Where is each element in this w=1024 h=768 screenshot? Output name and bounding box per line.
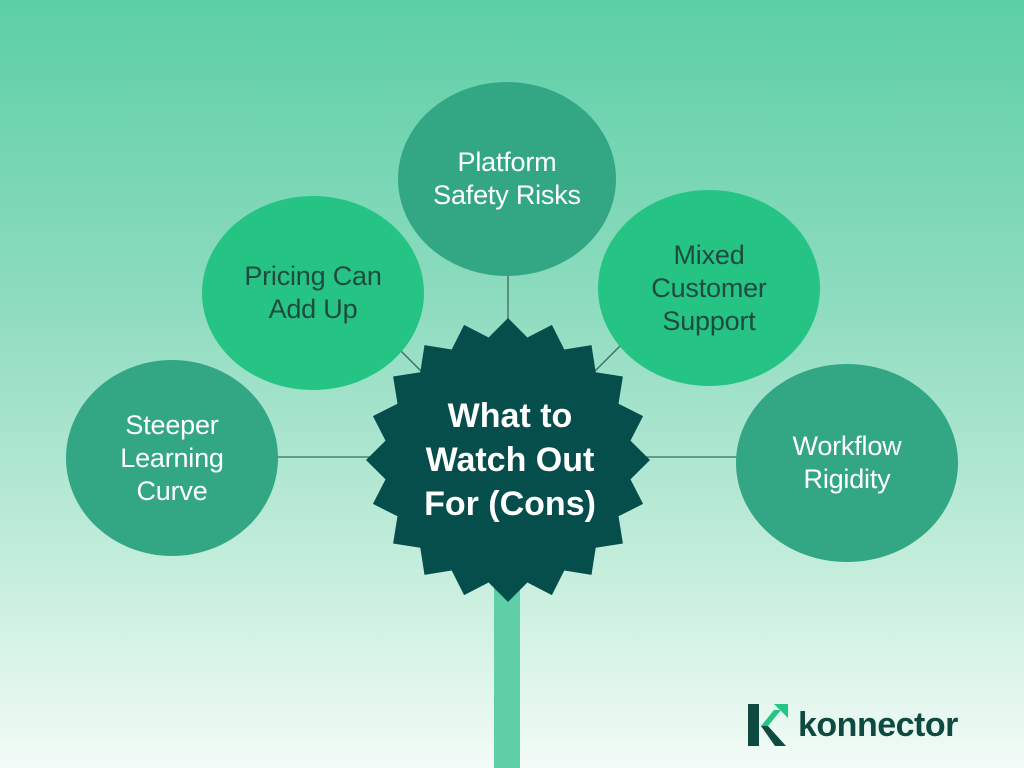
brand-name: konnector bbox=[798, 705, 958, 744]
brand-logo: konnector bbox=[746, 702, 958, 748]
center-starburst bbox=[366, 318, 650, 602]
node-label: Steeper Learning Curve bbox=[120, 409, 224, 506]
node-pricing-can-add-up: Pricing Can Add Up bbox=[202, 196, 424, 390]
node-label: Platform Safety Risks bbox=[433, 147, 581, 210]
konnector-logo-icon bbox=[748, 704, 788, 746]
center-title: What to Watch Out For (Cons) bbox=[424, 397, 596, 523]
node-workflow-rigidity: Workflow Rigidity bbox=[736, 364, 958, 562]
connector-line-upper-right bbox=[593, 345, 621, 373]
node-label: Workflow Rigidity bbox=[792, 431, 902, 494]
node-label: Mixed Customer Support bbox=[651, 239, 767, 336]
node-label: Pricing Can Add Up bbox=[244, 261, 382, 324]
node-platform-safety-risks: Platform Safety Risks bbox=[398, 82, 616, 276]
node-steeper-learning-curve: Steeper Learning Curve bbox=[66, 360, 278, 556]
node-mixed-customer-support: Mixed Customer Support bbox=[598, 190, 820, 386]
